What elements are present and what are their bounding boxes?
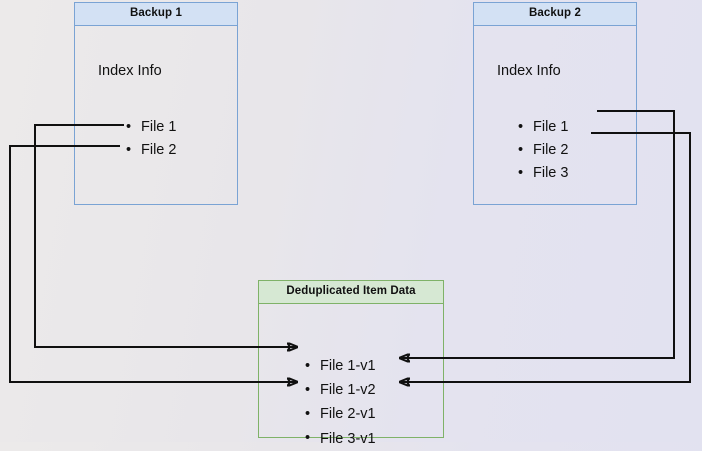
backup-2-file-list: File 1 File 2 File 3 [517, 116, 568, 185]
backup-2-body: Index Info File 1 File 2 File 3 [474, 26, 636, 204]
backup-2-index-info-label: Index Info [497, 63, 561, 79]
backup-1-body: Index Info File 1 File 2 [75, 26, 237, 204]
deduplicated-item-data-box[interactable]: Deduplicated Item Data File 1-v1 File 1-… [258, 280, 444, 451]
list-item: File 1-v1 [304, 353, 376, 378]
list-item: File 1-v2 [304, 378, 376, 402]
list-item: File 2-v1 [304, 402, 376, 426]
list-item: File 3 [517, 162, 568, 185]
backup-1-index-info-label: Index Info [98, 63, 162, 79]
backup-1-title: Backup 1 [75, 3, 237, 26]
backup-1-file-list: File 1 File 2 [125, 116, 176, 162]
deduplicated-item-data-title: Deduplicated Item Data [259, 281, 443, 304]
list-item: File 2 [125, 139, 176, 162]
deduplicated-item-data-body: File 1-v1 File 1-v2 File 2-v1 File 3-v1 [259, 304, 443, 450]
list-item: File 2 [517, 139, 568, 162]
backup-2-box[interactable]: Backup 2 Index Info File 1 File 2 File 3 [473, 2, 637, 205]
list-item: File 1 [125, 116, 176, 139]
backup-2-title: Backup 2 [474, 3, 636, 26]
dedup-item-list: File 1-v1 File 1-v2 File 2-v1 File 3-v1 [304, 353, 376, 451]
list-item: File 3-v1 [304, 426, 376, 451]
backup-1-box[interactable]: Backup 1 Index Info File 1 File 2 [74, 2, 238, 205]
list-item: File 1 [517, 116, 568, 139]
